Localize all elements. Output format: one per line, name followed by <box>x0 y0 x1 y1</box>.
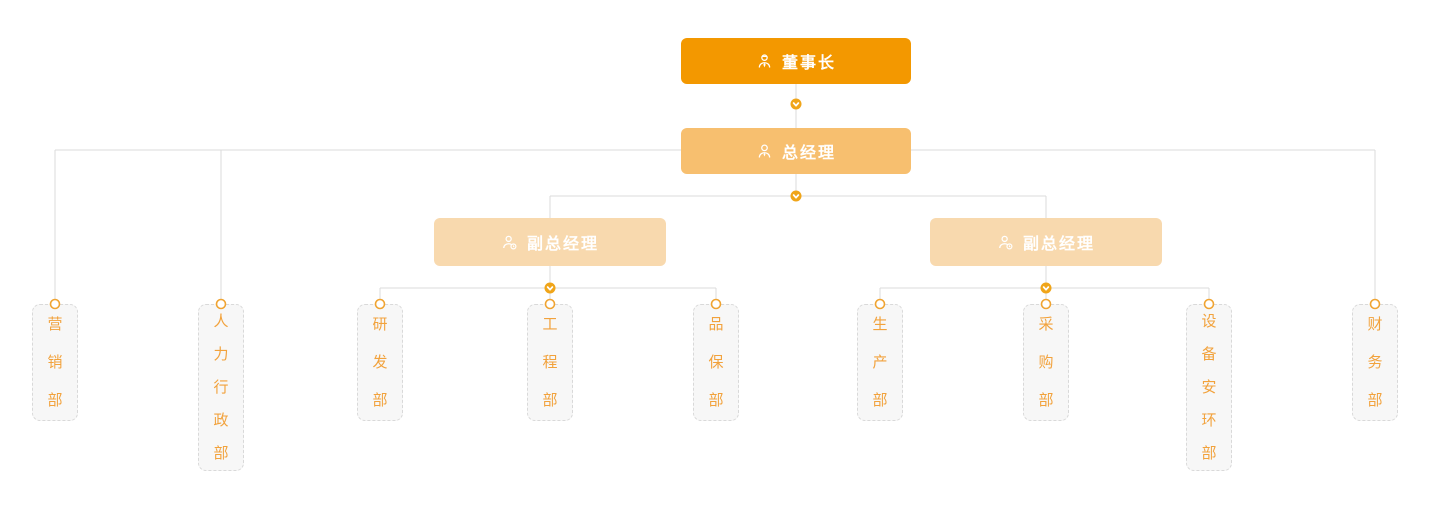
node-deputy-left-label: 副总经理 <box>526 236 599 253</box>
arrow-down-marker <box>790 190 802 202</box>
dept-node-hr-admin[interactable]: 人力行政部 <box>198 304 244 471</box>
node-chairman-label: 董事长 <box>781 55 836 72</box>
dept-node-production[interactable]: 生产部 <box>857 304 903 421</box>
dept-label: 营销部 <box>47 315 63 409</box>
dept-label: 生产部 <box>872 315 888 409</box>
dept-node-marketing[interactable]: 营销部 <box>32 304 78 421</box>
dept-node-equipment-safety[interactable]: 设备安环部 <box>1186 304 1232 471</box>
arrow-down-marker <box>1040 282 1052 294</box>
user-icon <box>758 143 771 158</box>
dept-node-engineering[interactable]: 工程部 <box>527 304 573 421</box>
dept-node-rnd[interactable]: 研发部 <box>357 304 403 421</box>
dept-label: 工程部 <box>542 315 558 409</box>
dept-node-procurement[interactable]: 采购部 <box>1023 304 1069 421</box>
user-badge-icon <box>503 235 517 249</box>
node-deputy-gm-left[interactable]: 副总经理 <box>434 218 666 266</box>
dept-label: 财务部 <box>1367 315 1383 409</box>
dept-label: 研发部 <box>372 315 388 409</box>
node-gm-label: 总经理 <box>781 145 836 162</box>
arrow-down-marker <box>544 282 556 294</box>
dept-node-finance[interactable]: 财务部 <box>1352 304 1398 421</box>
node-deputy-right-label: 副总经理 <box>1022 236 1095 253</box>
node-general-manager[interactable]: 总经理 <box>681 128 911 174</box>
node-deputy-gm-right[interactable]: 副总经理 <box>930 218 1162 266</box>
user-tie-icon <box>758 53 771 68</box>
dept-label: 设备安环部 <box>1201 313 1217 462</box>
user-badge-icon <box>999 235 1013 249</box>
node-chairman[interactable]: 董事长 <box>681 38 911 84</box>
arrow-down-marker <box>790 98 802 110</box>
dept-label: 采购部 <box>1038 315 1054 409</box>
dept-label: 人力行政部 <box>213 313 229 462</box>
dept-node-quality[interactable]: 品保部 <box>693 304 739 421</box>
connector-lines <box>54 84 1376 304</box>
dept-label: 品保部 <box>708 315 724 409</box>
